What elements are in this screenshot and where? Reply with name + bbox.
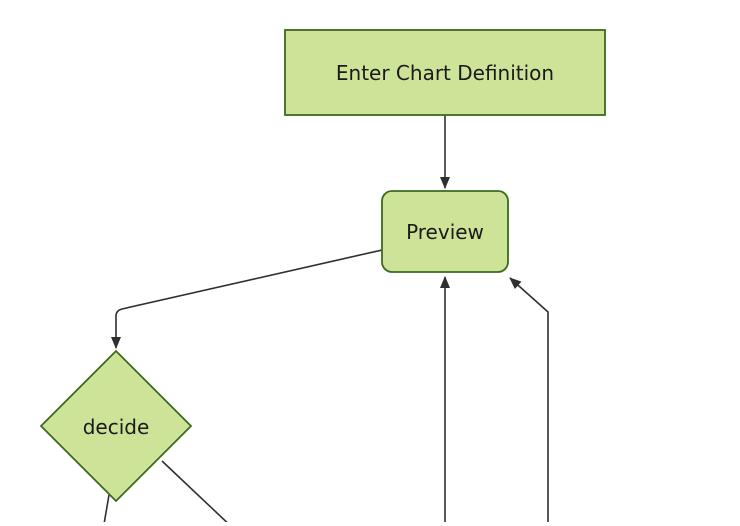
edge-layer — [102, 114, 549, 526]
node-decide: decide — [39, 349, 193, 503]
node-preview: Preview — [381, 190, 509, 273]
edge-preview-to-decide — [111, 249, 383, 349]
edge-offscreen-to-preview-corner — [509, 277, 549, 526]
edge-decide-to-offscreen-left — [102, 494, 110, 526]
enter-chart-definition-label: Enter Chart Definition — [336, 61, 554, 85]
node-enter-chart-definition: Enter Chart Definition — [284, 29, 606, 116]
preview-box — [381, 190, 509, 273]
preview-label: Preview — [406, 220, 484, 244]
edge-decide-to-offscreen-right — [161, 460, 232, 526]
decide-diamond — [39, 349, 193, 503]
enter-chart-definition-box — [284, 29, 606, 116]
decide-label: decide — [83, 415, 150, 439]
